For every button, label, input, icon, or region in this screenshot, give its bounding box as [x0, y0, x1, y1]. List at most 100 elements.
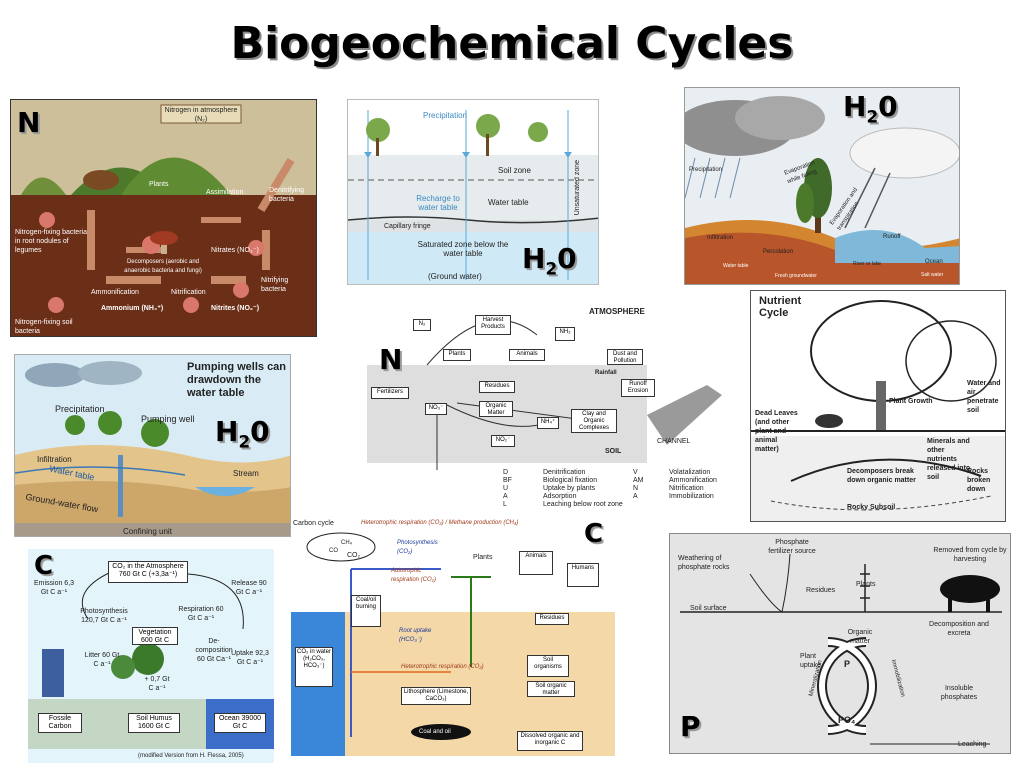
label-leaching: Leaching — [958, 741, 987, 748]
label-pumping-heading: Pumping wells can drawdown the water tab… — [187, 361, 287, 399]
box-fertilizers: Fertilizers — [371, 387, 409, 399]
carbon-cycle-art-b — [291, 532, 615, 756]
legend-item: V — [633, 469, 638, 476]
box-no3: NO₃⁻ — [425, 403, 447, 415]
legend-item: D — [503, 469, 509, 476]
carbon-tag-b: C — [584, 519, 604, 549]
legend-item: BF — [503, 477, 512, 484]
label-stream: Stream — [233, 469, 259, 478]
label-n-fixing-soil: Nitrogen-fixing soil bacteria — [15, 319, 73, 335]
nitrogen-cycle-art — [11, 100, 316, 336]
legend-item: AM — [633, 477, 644, 484]
label-phosphate-fertilizer: Phosphate fertilizer source — [768, 539, 816, 555]
label-salt-water: Salt water — [921, 272, 944, 278]
label-rocky-subsoil: Rocky Subsoil — [847, 504, 896, 511]
box-nh3: NH₃ — [555, 327, 575, 341]
pumping-wells-art — [15, 361, 290, 536]
label-nitrifying: Nitrifying bacteria — [261, 277, 289, 293]
legend-item: A — [503, 493, 508, 500]
label-plants-b: Plants — [473, 554, 493, 561]
water-tag-c: H20 — [215, 415, 270, 452]
box-co2-atmosphere: CO₂ in the Atmosphere 760 Gt C (+3,3a⁻¹) — [108, 561, 188, 583]
label-nitrification: Nitrification — [171, 289, 206, 296]
label-co2-cloud: CO₂ — [347, 552, 361, 559]
label-hetero-resp-top: Heterotrophic respiration (CO₂) / Methan… — [361, 520, 519, 526]
phosphorus-tag: P — [680, 710, 701, 743]
label-photosynthesis: Photosynthesis 120,7 Gt C a⁻¹ — [80, 608, 128, 624]
water-table-art — [348, 110, 598, 284]
legend-item: N — [633, 485, 639, 492]
label-insoluble: Insoluble phosphates — [940, 685, 978, 701]
label-percolation: Percolation — [763, 249, 794, 255]
box-animals: Animals — [509, 349, 545, 361]
legend-item: Leaching below root zone — [543, 501, 623, 508]
box-runoff: Runoff Erosion — [621, 379, 655, 397]
label-rainfall: Rainfall — [595, 370, 617, 376]
label-dead-leaves: Dead Leaves (and other plant and animal … — [755, 410, 798, 453]
legend-item: Ammonification — [669, 477, 717, 484]
label-assimilation: Assimilation — [206, 189, 244, 196]
legend-item: Immobilization — [669, 493, 714, 500]
label-n2-atmosphere: Nitrogen in atmosphere (N₂) — [164, 107, 238, 123]
label-removed-harvesting: Removed from cycle by harvesting — [933, 547, 1007, 563]
water-tag-b: H20 — [843, 90, 898, 127]
label-water-air: Water and air penetrate soil — [967, 380, 1001, 414]
legend-item: Nitrification — [669, 485, 704, 492]
label-infiltration-c: Infiltration — [37, 455, 72, 464]
label-plant-growth: Plant Growth — [889, 398, 933, 405]
carbon-tag-a: C — [34, 551, 54, 581]
label-precip-c: Precipitation — [55, 404, 105, 414]
label-nitrites: Nitrites (NO₂⁻) — [211, 305, 260, 312]
box-plants: Plants — [443, 349, 471, 361]
legend-item: Uptake by plants — [543, 485, 596, 492]
label-decomposers: Decomposers (aerobic and anaerobic bacte… — [124, 259, 202, 274]
nutrient-cycle-panel: Nutrient Cycle Plant Growth Water and ai… — [750, 290, 1006, 522]
box-fossile: Fossile Carbon — [38, 713, 82, 733]
legend-item: A — [633, 493, 638, 500]
box-soil-organisms: Soil organisms — [527, 655, 569, 677]
label-precipitation: Precipitation — [423, 111, 468, 120]
pumping-wells-panel: Pumping wells can drawdown the water tab… — [14, 354, 291, 537]
label-plants-p: Plants — [856, 581, 876, 588]
label-ch4: CH₄ — [341, 540, 353, 546]
label-rocks-broken: Rocks broken down — [967, 468, 991, 493]
label-co: CO — [329, 548, 338, 554]
label-ocean-b: Ocean — [925, 259, 943, 265]
carbon-cycle-panel-a: CO₂ in the Atmosphere 760 Gt C (+3,3a⁻¹)… — [28, 549, 274, 763]
label-respiration: Respiration 60 Gt C a⁻¹ — [178, 606, 224, 622]
water-tag-a: H20 — [522, 242, 577, 279]
legend-item: Denitrification — [543, 469, 586, 476]
label-photosynth-b: Photosynthesis (CO₂) — [397, 540, 438, 555]
box-humans: Humans — [567, 563, 599, 587]
nitrogen-tag-b: N — [379, 343, 403, 376]
label-carbon-cycle: Carbon cycle — [293, 520, 334, 527]
box-ocean: Ocean 39000 Gt C — [214, 713, 266, 733]
label-n-fixing-nodules: Nitrogen-fixing bacteria in root nodules… — [15, 229, 87, 254]
nitrogen-cycle-panel-a: N Nitrogen in atmosphere (N₂) Plants Ass… — [10, 99, 317, 337]
nutrient-cycle-art — [751, 300, 1005, 521]
legend-item: Volatalization — [669, 469, 711, 476]
legend-item: Biological fixation — [543, 477, 598, 484]
label-runoff: Runoff — [883, 234, 901, 240]
box-harvest: Harvest Products — [475, 315, 511, 335]
label-plants: Plants — [149, 181, 169, 188]
label-pumping-well: Pumping well — [141, 414, 195, 424]
label-ammonium: Ammonium (NH₄⁺) — [101, 305, 164, 312]
label-p-node: P — [844, 659, 851, 669]
label-coal-oil: Coal and oil — [419, 729, 451, 735]
label-soil: SOIL — [605, 448, 622, 455]
label-credit: (modified Version from H. Flessa, 2005) — [138, 753, 244, 759]
label-soil-zone: Soil zone — [498, 166, 531, 175]
label-channel: CHANNEL — [657, 438, 691, 445]
water-cycle-panel: Evaporation while falling Evaporation an… — [684, 87, 960, 285]
carbon-cycle-panel-b: Carbon cycle Heterotrophic respiration (… — [291, 517, 615, 756]
box-soil-humus: Soil Humus 1600 Gt C — [128, 713, 180, 733]
label-plant-uptake: Plant uptake — [800, 653, 822, 669]
label-capillary-fringe: Capillary fringe — [384, 223, 431, 230]
label-water-table-b: Water table — [723, 263, 749, 269]
label-nitrates: Nitrates (NO₃⁻) — [211, 247, 259, 254]
box-co2-water: CO₂ in water (H₂CO₃, HCO₃⁻) — [295, 647, 333, 687]
box-residues-b: Residues — [535, 613, 569, 625]
label-atmosphere: ATMOSPHERE — [589, 307, 645, 316]
nitrogen-cycle-panel-b: ATMOSPHERE N₂ Harvest Products NH₃ Plant… — [367, 305, 724, 513]
